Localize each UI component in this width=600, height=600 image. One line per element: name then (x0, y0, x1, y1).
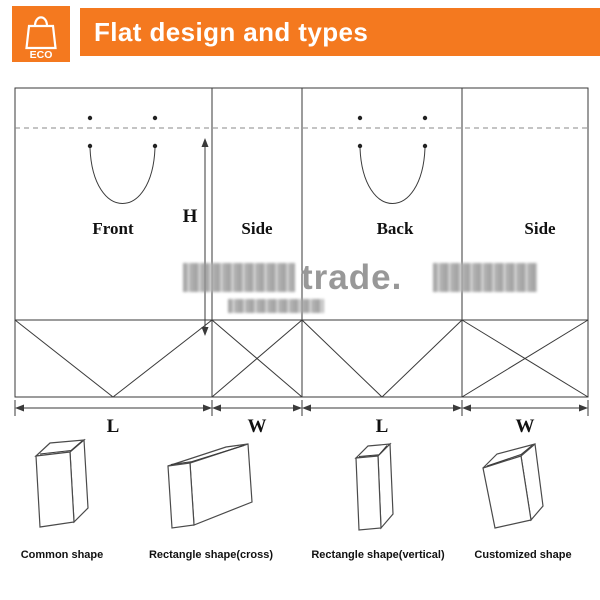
gusset-creases (14, 319, 589, 398)
flat-design-diagram: Front Side Back Side H (14, 87, 589, 436)
dim-label-w2: W (516, 416, 535, 436)
shape-label-common: Common shape (20, 549, 104, 561)
common-shape-drawing (34, 438, 89, 528)
panel-label-side2: Side (524, 219, 556, 238)
panel-label-front: Front (92, 219, 134, 238)
page-title: Flat design and types (94, 16, 369, 47)
rectangle-cross-shape-drawing (167, 443, 253, 529)
height-label: H (183, 206, 198, 227)
dim-label-l2: L (376, 416, 389, 436)
panel-label-back: Back (377, 219, 414, 238)
shape-label-rect-vertical: Rectangle shape(vertical) (311, 549, 445, 561)
width-dimension-arrows (15, 404, 588, 412)
height-dimension-arrow (201, 138, 209, 336)
eco-logo: ECO (12, 6, 70, 62)
rectangle-vertical-shape-drawing (354, 442, 394, 531)
customized-shape-drawing (482, 442, 544, 529)
watermark-text: trade. (301, 258, 403, 297)
dim-label-w1: W (248, 416, 267, 436)
back-handle (359, 147, 426, 204)
logo-text: ECO (30, 49, 53, 61)
shape-label-customized: Customized shape (474, 549, 572, 561)
watermark-blur-block (433, 263, 537, 292)
dim-label-l1: L (107, 416, 120, 436)
front-handle (89, 147, 156, 204)
watermark-blur-block (183, 263, 295, 292)
shape-label-rect-cross: Rectangle shape(cross) (148, 549, 274, 561)
header-bar: Flat design and types (80, 8, 600, 56)
panel-label-side1: Side (241, 219, 273, 238)
handle-holes (87, 115, 428, 149)
watermark-blur-block (228, 299, 324, 313)
shopping-bag-icon: ECO (25, 16, 57, 61)
